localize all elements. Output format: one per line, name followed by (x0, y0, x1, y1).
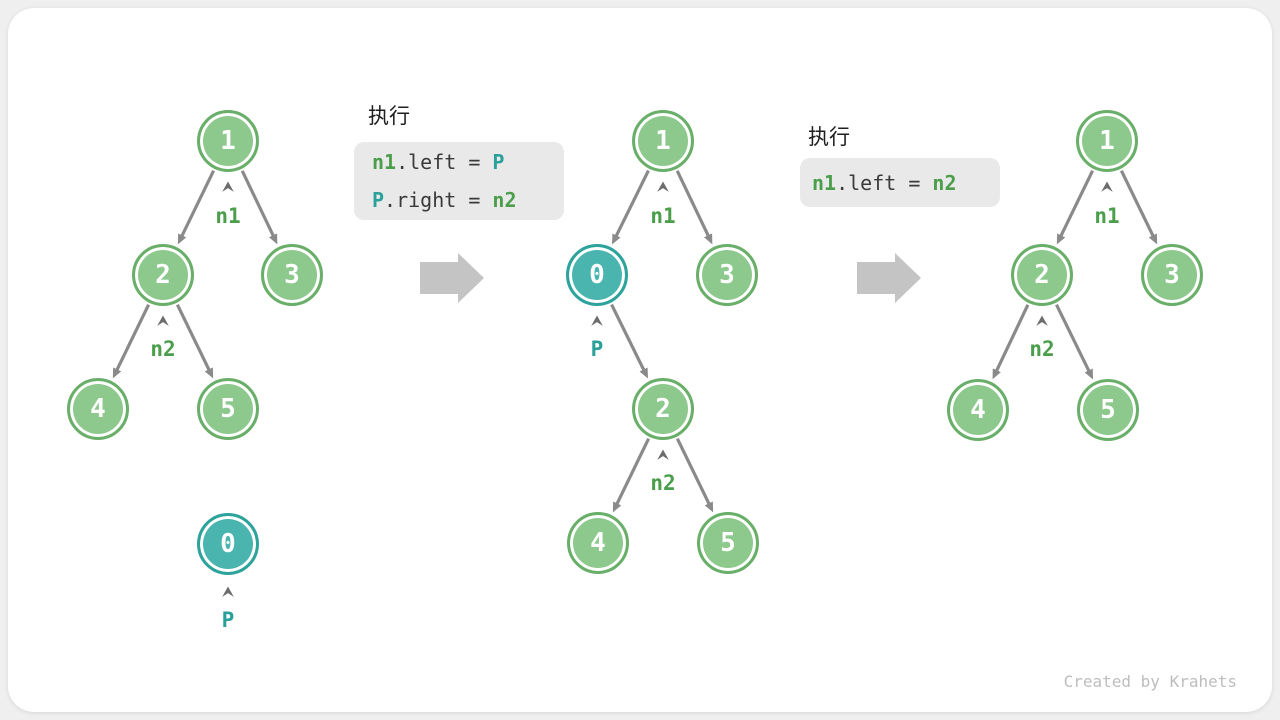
code-line: P.right = n2 (372, 181, 550, 219)
pointer-label-n1: n1 (215, 204, 241, 228)
tree-before-node-2: 2 (132, 244, 194, 306)
code-token: n1 (812, 170, 837, 195)
code-token: n2 (932, 170, 957, 195)
tree-inserted-node-3: 3 (696, 244, 758, 306)
tree-edge (610, 303, 648, 379)
tree-edge (112, 303, 151, 379)
tree-edge (1119, 169, 1158, 245)
tree-edge (175, 303, 214, 379)
code-token: .left = (396, 150, 493, 174)
tree-before-node-3: 3 (261, 244, 323, 306)
watermark: Created by Krahets (1063, 672, 1237, 691)
code-box-1: n1.left = P P.right = n2 (354, 142, 564, 220)
pointer-label-P: P (590, 337, 604, 361)
code-line: n1.left = P (372, 143, 550, 181)
tree-before-node-0: 0 (197, 513, 259, 575)
tree-edge (240, 170, 278, 245)
pointer-caret-icon (591, 315, 604, 327)
tree-edge (612, 437, 651, 513)
tree-edge (177, 169, 216, 245)
code-token: P (372, 188, 385, 212)
tree-after-node-5: 5 (1077, 379, 1139, 441)
pointer-label-P: P (221, 608, 235, 632)
tree-edge (1055, 303, 1094, 380)
pointer-label-n2: n2 (150, 337, 176, 361)
code-token: n2 (492, 188, 517, 212)
code-token: .right = (384, 188, 493, 212)
pointer-caret-icon (222, 586, 235, 598)
step-arrow-icon (420, 253, 484, 303)
exec-title-2: 执行 (808, 126, 850, 149)
tree-inserted-node-2: 2 (632, 378, 694, 440)
pointer-label-n1: n1 (650, 204, 676, 228)
tree-edge (612, 169, 650, 245)
tree-after-node-2: 2 (1011, 244, 1073, 306)
pointer-caret-icon (157, 315, 170, 327)
tree-inserted-node-0: 0 (566, 244, 628, 306)
tree-before-node-1: 1 (197, 110, 259, 172)
pointer-label-n2: n2 (1029, 337, 1055, 361)
tree-inserted-node-1: 1 (632, 110, 694, 172)
tree-inserted-node-4: 4 (567, 512, 629, 574)
tree-before-node-4: 4 (67, 378, 129, 440)
tree-edge (675, 170, 713, 245)
pointer-label-n1: n1 (1094, 204, 1120, 228)
tree-after-node-4: 4 (947, 379, 1009, 441)
pointer-caret-icon (1101, 181, 1114, 193)
code-token: P (492, 150, 505, 174)
code-box-2: n1.left = n2 (800, 158, 1000, 207)
code-token: .left = (836, 170, 933, 195)
tree-after-node-1: 1 (1076, 110, 1138, 172)
pointer-caret-icon (657, 449, 670, 461)
tree-after-node-3: 3 (1141, 244, 1203, 306)
pointer-caret-icon (657, 181, 670, 193)
tree-before-node-5: 5 (197, 378, 259, 440)
tree-edge (675, 437, 714, 513)
pointer-label-n2: n2 (650, 471, 676, 495)
code-line: n1.left = n2 (812, 171, 957, 195)
tree-inserted-node-5: 5 (697, 512, 759, 574)
tree-edge (1056, 169, 1095, 245)
pointer-caret-icon (222, 181, 235, 193)
step-arrow-icon (857, 253, 921, 303)
code-token: n1 (372, 150, 397, 174)
tree-edge (992, 304, 1030, 380)
exec-title-1: 执行 (368, 105, 410, 128)
pointer-caret-icon (1036, 315, 1049, 327)
